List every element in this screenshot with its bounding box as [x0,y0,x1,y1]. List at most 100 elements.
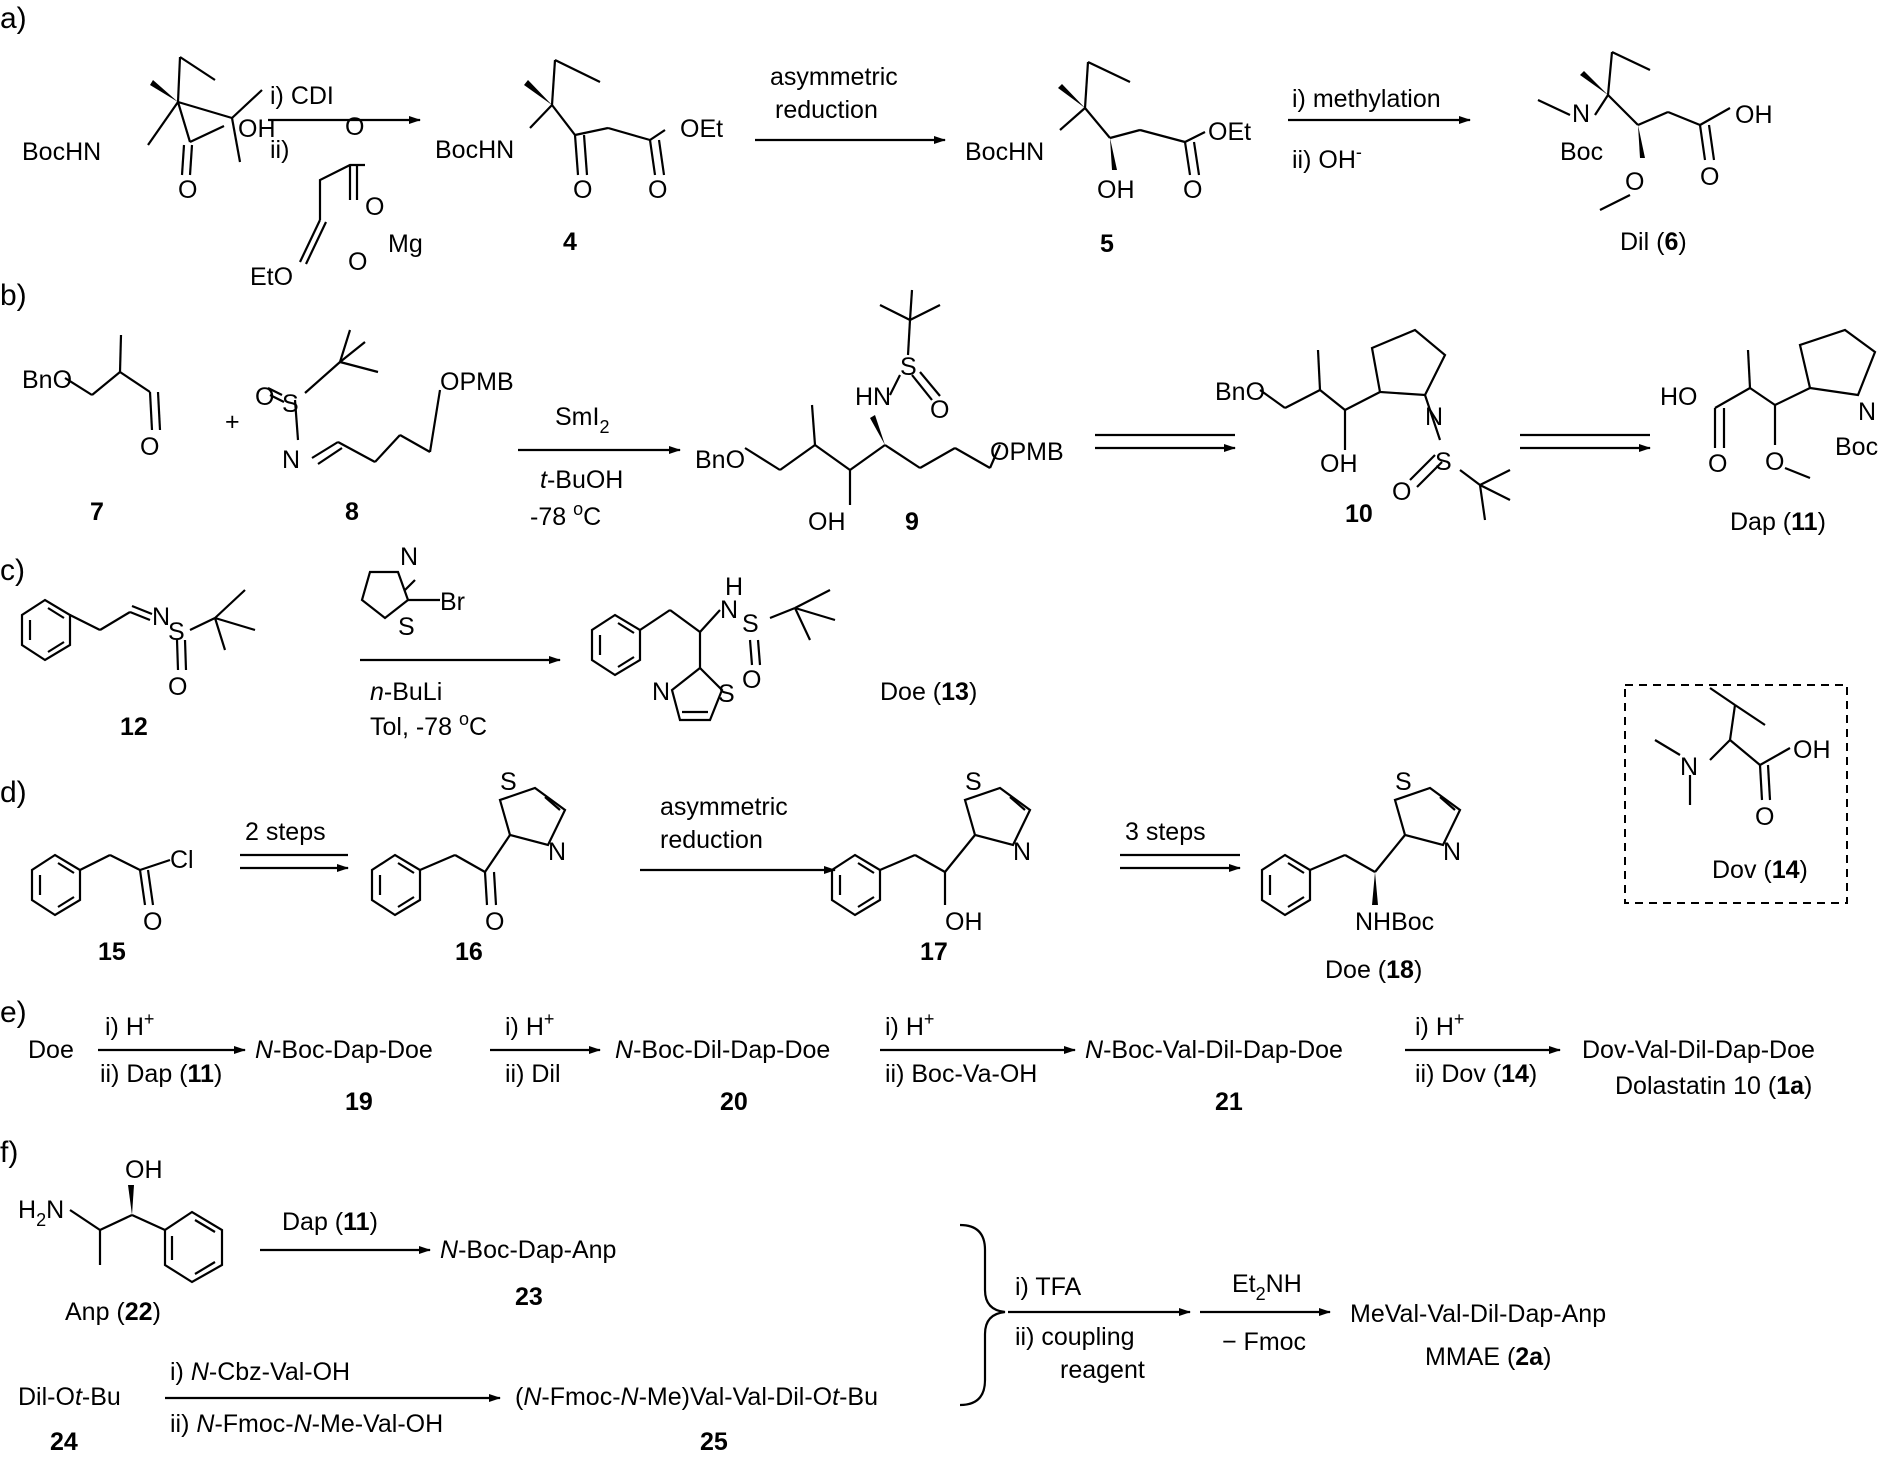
panel-label-b: b) [0,279,27,312]
e-product: Dov-Val-Dil-Dap-Doe [1582,1036,1815,1064]
e-a1-bot: ii) Dap (11) [100,1060,222,1088]
e-a2-bot: ii) Dil [505,1060,561,1088]
reagent-asym-d1: asymmetric [660,793,788,821]
reagent-tbuoh: t-BuOH [540,466,623,494]
compound-name-18: Doe (18) [1325,956,1422,984]
c5-oet: OEt [1208,118,1251,146]
c9-o: O [930,396,949,424]
mg-eto: EtO [250,263,293,291]
label-o: O [178,176,197,204]
reagent-asym-2: reduction [775,96,878,124]
c8-n: N [282,446,300,474]
c14-n: N [1680,753,1698,781]
c6-boc: Boc [1560,138,1603,166]
c13-s2: S [718,680,735,708]
c5-oh: OH [1097,176,1135,204]
c5-bochn: BocHN [965,138,1044,166]
compound-11-dap: HO O O N Boc Dap (11) [1660,328,1878,536]
c12-o: O [168,673,187,701]
c13-h: H [725,573,743,601]
c6-o2: O [1700,163,1719,191]
c14-o: O [1755,803,1774,831]
c9-opmb: OPMB [990,438,1064,466]
c13-n2: N [652,678,670,706]
compound-label-17: 17 [920,938,948,966]
c17-n: N [1013,838,1031,866]
f-a3-top: i) TFA [1015,1273,1082,1301]
c11-ho: HO [1660,383,1698,411]
compound-label-5: 5 [1100,230,1114,258]
compound-label-4: 4 [563,228,577,256]
compound-name-11: Dap (11) [1730,508,1826,536]
compound-9: BnO HN S O OH OPMB 9 [695,289,1064,536]
c16-o: O [485,908,504,936]
curly-brace [959,1223,1006,1407]
c15-cl: Cl [170,846,194,874]
c12-s: S [168,618,185,646]
reagent-oh: ii) OH- [1292,142,1362,174]
c9-bno: BnO [695,446,745,474]
compound-label-10: 10 [1345,500,1373,528]
reagent-asym-d2: reduction [660,826,763,854]
thiazole-n: N [400,543,418,571]
compound-name-14: Dov (14) [1712,856,1808,884]
compound-6-dil: N Boc O OH O Dil (6) [1537,51,1773,256]
c10-n: N [1425,403,1443,431]
panel-f: f) H2N OH Anp (22) Dap (11) N-Boc-Dap-An… [0,1136,1606,1456]
c8-opmb: OPMB [440,368,514,396]
panel-b: b) BnO O 7 + [0,279,1878,536]
mg-o-bottom: O [348,248,367,276]
compound-label-15: 15 [98,938,126,966]
c9-s: S [900,353,917,381]
f-a1: Dap (11) [282,1208,378,1236]
compound-5: BocHN OEt OH O 5 [965,61,1251,258]
mg-label: Mg [388,230,423,258]
reagent-cdi: i) CDI [270,82,334,110]
f-a2-top: i) N-Cbz-Val-OH [170,1358,350,1386]
e-a4-top: i) H+ [1415,1009,1464,1041]
reagent-methylation: i) methylation [1292,85,1441,113]
thiazole-s: S [398,613,415,641]
reagent-2steps: 2 steps [245,818,326,846]
panel-c: c) N S O 12 N S [0,543,977,741]
reagent-asym-1: asymmetric [770,63,898,91]
f-p23: N-Boc-Dap-Anp [440,1236,616,1264]
e-a3-bot: ii) Boc-Va-OH [885,1060,1037,1088]
f-a2-bot: ii) N-Fmoc-N-Me-Val-OH [170,1410,443,1438]
compound-15: Cl O 15 [30,846,194,966]
c8-s: S [282,390,299,418]
c17-s: S [965,768,982,796]
panel-label-a: a) [0,2,27,35]
compound-label-19: 19 [345,1088,373,1116]
c16-n: N [548,838,566,866]
label-bochn: BocHN [22,138,101,166]
compound-8: O S N OPMB 8 [255,329,514,526]
f-a3-bot1: ii) coupling [1015,1323,1135,1351]
compound-label-20: 20 [720,1088,748,1116]
reagent-ii: ii) [270,136,289,164]
mg-malonate-complex: O O O Mg EtO [250,113,423,291]
compound-name-6: Dil (6) [1620,228,1687,256]
f-product: MeVal-Val-Dil-Dap-Anp [1350,1300,1606,1328]
c17-oh: OH [945,908,983,936]
e-p20: N-Boc-Dil-Dap-Doe [615,1036,830,1064]
reagent-smi2: SmI2 [555,403,609,437]
panel-label-e: e) [0,996,27,1029]
compound-name-22: Anp (22) [65,1298,161,1326]
c4-o2: O [648,176,667,204]
compound-16: O N S 16 [370,768,567,966]
compound-14-dov: N OH O Dov (14) [1654,687,1831,884]
c7-bno: BnO [22,366,72,394]
compound-22-anp: H2N OH Anp (22) [18,1156,224,1326]
reagent-nbuli: n-BuLi [370,678,442,706]
c12-n: N [152,603,170,631]
f-a4-top: Et2NH [1232,1270,1302,1304]
compound-13-doe: H N S O N S Doe (13) [590,573,977,722]
dov-box [1624,684,1848,904]
c15-o: O [143,908,162,936]
compound-17: OH N S 17 [830,768,1032,966]
panel-label-c: c) [0,554,25,587]
panel-d: d) Cl O 15 2 steps [0,684,1848,984]
compound-label-12: 12 [120,713,148,741]
